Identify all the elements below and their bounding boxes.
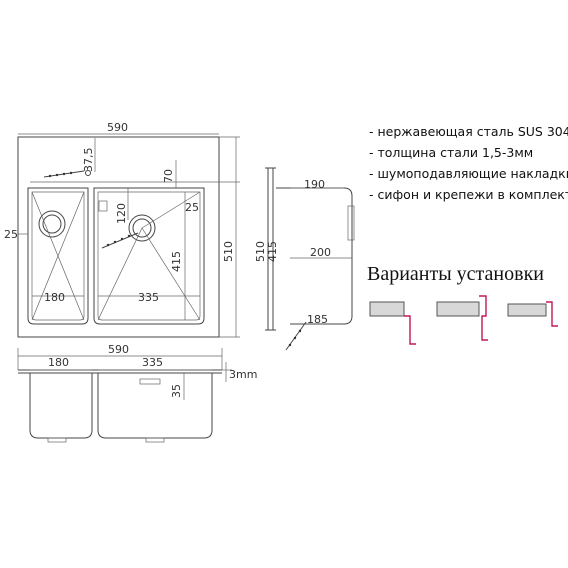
front-left-bowl (29, 373, 93, 439)
right-depth-label: 415 (170, 251, 183, 272)
side-depth-415-label: 415 (266, 241, 279, 262)
left-bowl-inner (31, 191, 85, 321)
feature-item: - шумоподавляющие накладки (369, 166, 568, 181)
left-bowl (27, 187, 89, 325)
right-bowl-width-label: 335 (138, 291, 159, 304)
total-depth-label: 510 (222, 241, 235, 262)
top-width-label: 590 (107, 121, 128, 134)
left-bowl-fold-line (31, 191, 85, 321)
slot-dot (62, 172, 66, 176)
right-bowl-fold-line (97, 227, 143, 321)
slot-dot (298, 329, 302, 333)
right-drain-outer (128, 214, 156, 242)
front-right-bowl (97, 373, 213, 439)
side-middle-label: 200 (310, 246, 331, 259)
install-title: Варианты установки (367, 263, 544, 285)
left-drain-inner (42, 214, 62, 234)
front-depth-label: 35 (170, 384, 183, 398)
top-view: 590 37,5 25 180 (4, 121, 240, 338)
front-view: 590 180 335 35 3mm (17, 343, 257, 443)
right-bowl (93, 187, 205, 325)
side-depth-510-label: 510 (254, 241, 267, 262)
right-corner-label: 25 (185, 201, 199, 214)
side-bottom-label: 185 (307, 313, 328, 326)
side-overflow-box (347, 205, 355, 241)
right-bowl-inner (97, 191, 201, 321)
left-side-label: 25 (4, 228, 18, 241)
front-right-label: 335 (142, 356, 163, 369)
thickness-label: 3mm (229, 368, 257, 381)
right-bowl-fold-line (141, 227, 201, 321)
slot-dot (120, 237, 124, 241)
right-radius-label: 70 (162, 169, 175, 183)
install-option-undermount (369, 301, 416, 345)
slot-dot (113, 240, 117, 244)
faucet-hole-mark (98, 200, 108, 212)
right-drain-inner (132, 218, 152, 238)
side-top-label: 190 (304, 178, 325, 191)
front-overflow (139, 378, 161, 385)
front-width-label: 590 (108, 343, 129, 356)
slot-dot (127, 234, 131, 238)
install-option-flush (436, 295, 488, 341)
drain-offset-label: 37,5 (82, 148, 95, 173)
front-right-drain (145, 437, 165, 443)
side-drain-slot (285, 321, 307, 351)
feature-item: - сифон и крепежи в комплекте (369, 187, 568, 202)
slot-dot (106, 243, 110, 247)
install-options: Варианты установки (367, 263, 558, 345)
front-left-label: 180 (48, 356, 69, 369)
right-bowl-fold-line (141, 191, 201, 229)
side-bowl-profile (276, 187, 353, 325)
side-view: 190 200 510 415 185 (254, 167, 355, 351)
left-bowl-width-label: 180 (44, 291, 65, 304)
feature-item: - толщина стали 1,5-3мм (369, 145, 533, 160)
slot-dot (55, 173, 59, 177)
drain-knob (85, 170, 91, 176)
left-drain-outer (38, 210, 66, 238)
front-left-drain (47, 437, 67, 443)
slot-dot (69, 171, 73, 175)
slot-dot (293, 336, 297, 340)
feature-item: - нержавеющая сталь SUS 304 (369, 124, 568, 139)
slot-dot (48, 174, 52, 178)
left-hole-label: 120 (115, 203, 128, 224)
top-outline (17, 136, 220, 338)
install-option-overmount (507, 301, 558, 327)
slot-dot (288, 343, 292, 347)
feature-list: - нержавеющая сталь SUS 304 - толщина ст… (369, 124, 568, 202)
